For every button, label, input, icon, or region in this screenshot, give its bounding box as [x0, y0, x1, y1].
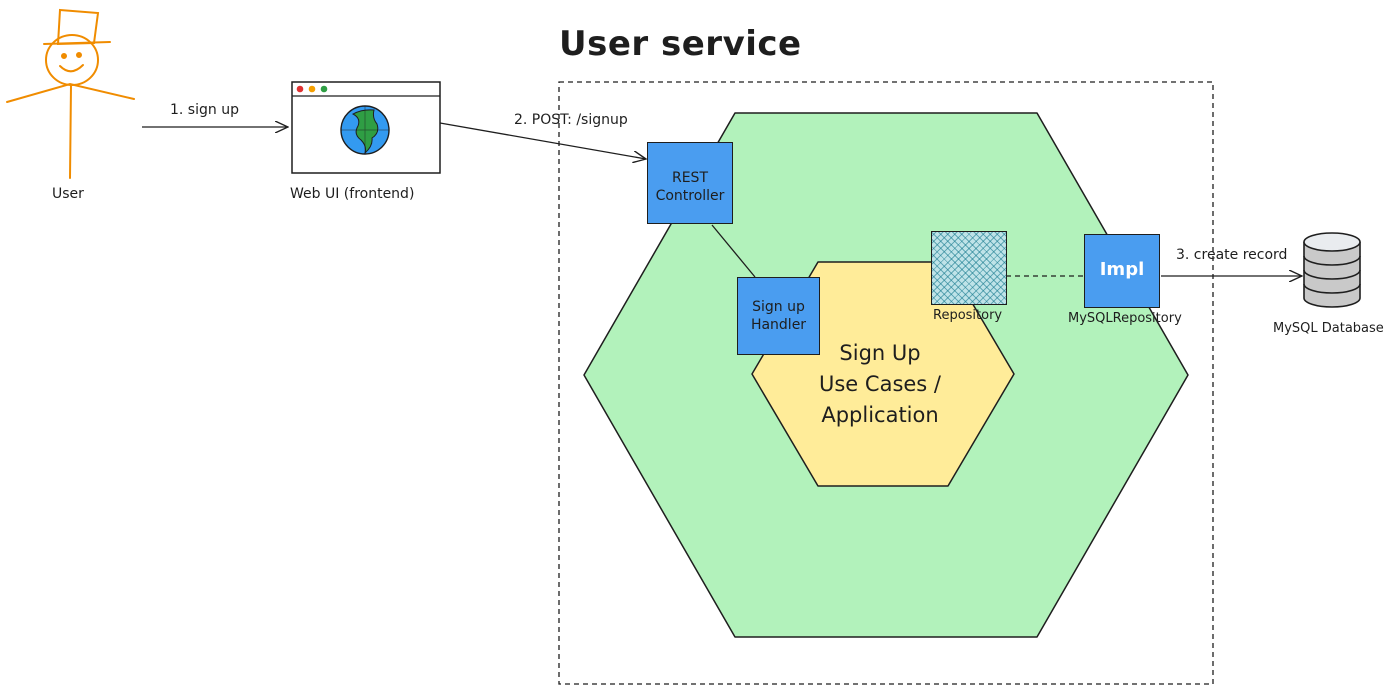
create-edge-label: 3. create record [1176, 247, 1288, 263]
signup-edge-label: 1. sign up [170, 102, 239, 118]
web-ui-label: Web UI (frontend) [290, 186, 415, 202]
signup-handler-label-line2: Handler [750, 317, 807, 333]
user-label: User [52, 186, 84, 202]
controller-handler-link [711, 224, 756, 278]
post-edge-label: 2. POST: /signup [514, 112, 628, 128]
service-boundary [558, 81, 1214, 685]
signup-handler-box: Sign up Handler [737, 277, 820, 355]
impl-box: Impl [1084, 234, 1160, 308]
repository-box [931, 231, 1007, 305]
database-label: MySQL Database [1273, 321, 1384, 336]
rest-controller-label-line1: REST [671, 170, 708, 186]
repository-label: Repository [933, 308, 1003, 323]
mysql-repository-label: MySQLRepository [1068, 311, 1182, 326]
core-label-line2: Use Cases / [819, 372, 941, 396]
core-label-line1: Sign Up [839, 341, 921, 365]
core-label: Sign Up Use Cases / Application [780, 338, 980, 431]
diagram-title: User service [559, 24, 802, 64]
rest-controller-label-line2: Controller [655, 188, 725, 204]
database-icon [1303, 232, 1361, 308]
signup-handler-label-line1: Sign up [752, 299, 805, 315]
impl-label: Impl [1099, 259, 1145, 280]
globe-icon [340, 105, 390, 155]
rest-controller-box: REST Controller [647, 142, 733, 224]
user-figure-icon [6, 8, 135, 179]
core-label-line3: Application [821, 403, 939, 427]
post-arrow [439, 122, 646, 159]
